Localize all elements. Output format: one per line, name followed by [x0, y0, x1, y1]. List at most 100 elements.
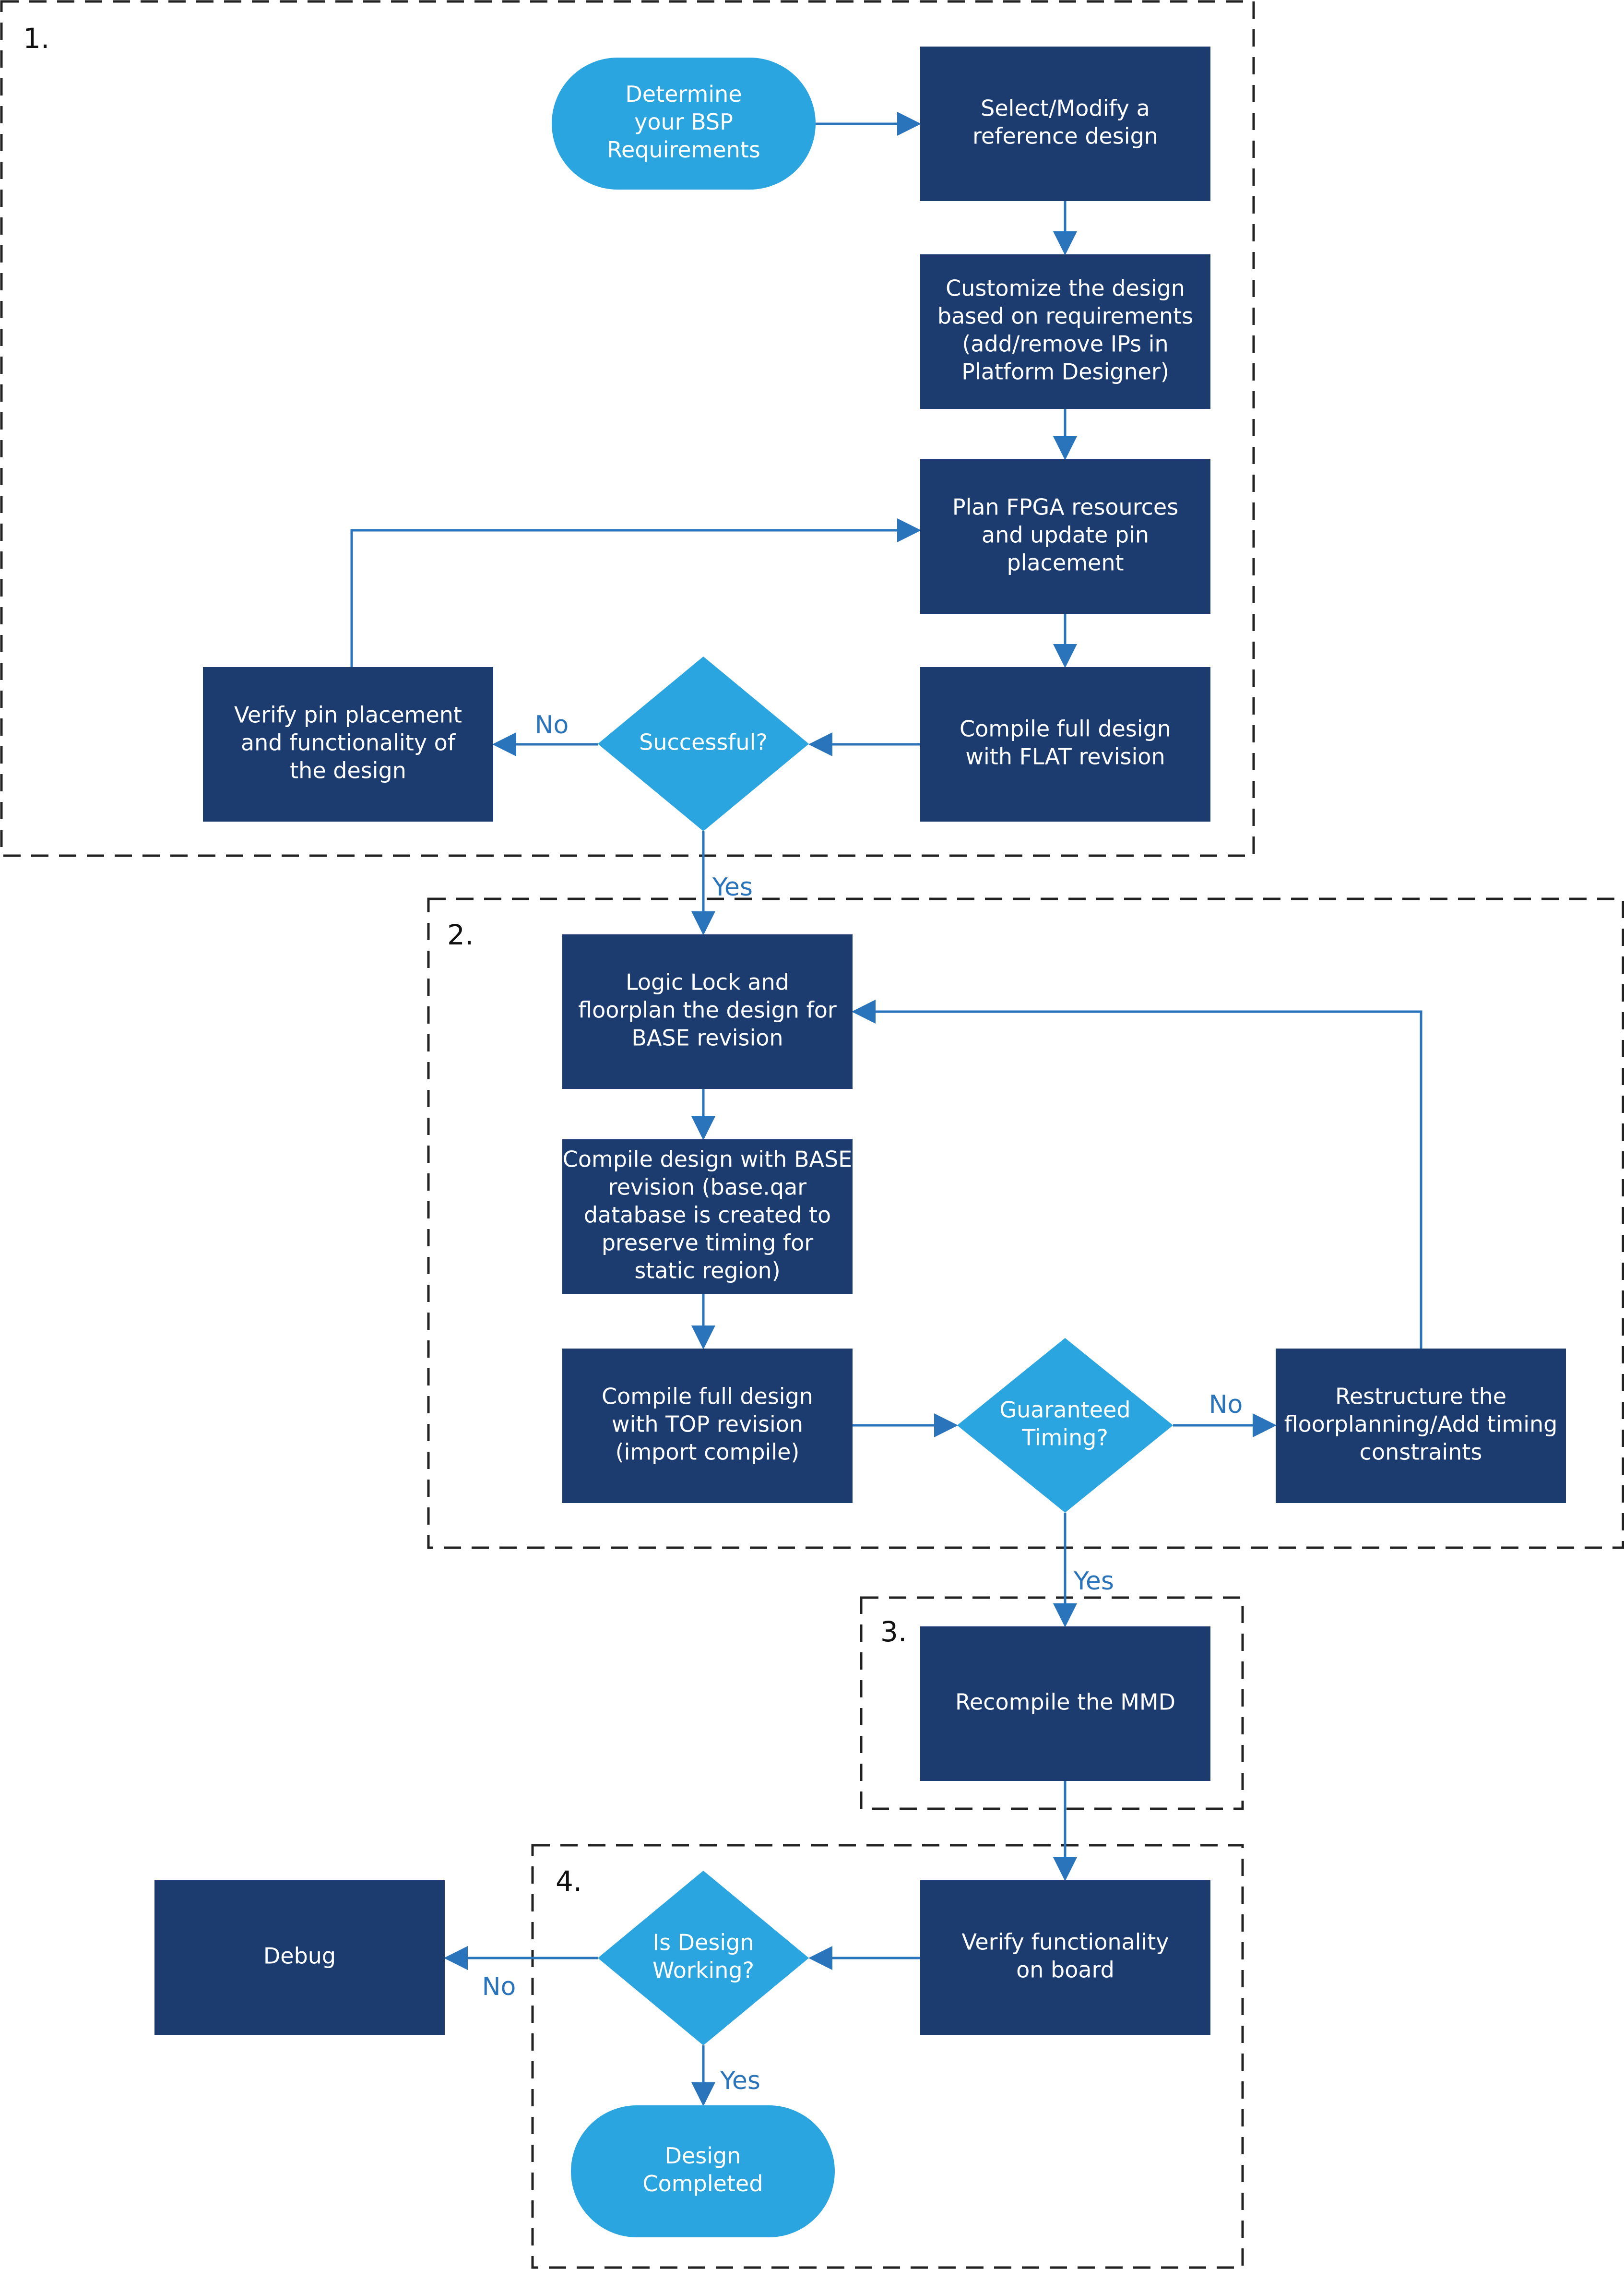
process-box [920, 47, 1210, 201]
process-box [920, 667, 1210, 822]
process-box [562, 934, 853, 1089]
node-text-line: preserve timing for [602, 1230, 813, 1256]
node-text: Recompile the MMD [955, 1689, 1175, 1715]
process-box [1276, 1349, 1566, 1503]
node-text-line: Completed [643, 2171, 763, 2197]
node-text-line: constraints [1360, 1439, 1482, 1465]
node-text-line: Requirements [607, 137, 760, 163]
process-box [154, 1880, 445, 2035]
node-text-line: placement [1007, 550, 1124, 576]
node-text-line: Is Design [653, 1930, 754, 1956]
group-label-1: 1. [23, 22, 49, 55]
node-text-line: and update pin [982, 522, 1149, 548]
connector-restructure-to-logic_lock [852, 1000, 1422, 1349]
node-text-line: Compile full design [960, 716, 1171, 742]
terminal-pill [552, 58, 816, 190]
node-text-line: with TOP revision [612, 1411, 803, 1437]
group-box-4 [531, 1844, 1244, 2269]
group-box-2 [427, 897, 1624, 1549]
node-text-line: Customize the design [946, 275, 1185, 301]
node-text: Debug [263, 1943, 336, 1969]
node-text-line: the design [290, 758, 406, 784]
process-box [562, 1349, 853, 1503]
process-box [920, 1626, 1210, 1781]
edge-label-no-5: No [535, 711, 569, 740]
node-text-line: based on requirements [937, 303, 1193, 329]
node-text-line: (import compile) [616, 1439, 800, 1465]
node-text-line: and functionality of [241, 730, 456, 756]
node-text-line: reference design [972, 123, 1158, 149]
node-text-line: Guaranteed [999, 1397, 1130, 1423]
group-label-3: 3. [880, 1615, 907, 1648]
edge-label-no-16: No [482, 1972, 516, 2001]
edge-label-yes-13: Yes [1073, 1567, 1114, 1596]
process-box [920, 459, 1210, 614]
node-text-line: Design [665, 2143, 741, 2169]
node-text-line: Verify pin placement [234, 702, 462, 728]
node-text-line: Working? [652, 1958, 754, 1983]
node-text-line: revision (base.qar [608, 1174, 806, 1200]
node-text-line: your BSP [634, 109, 733, 135]
process-box [920, 1880, 1210, 2035]
node-text-line: Compile design with BASE [563, 1146, 852, 1172]
node-text-line: Recompile the MMD [955, 1689, 1175, 1715]
node-text-line: Successful? [639, 729, 768, 755]
node-text-line: Platform Designer) [961, 359, 1169, 385]
process-box [562, 1139, 853, 1294]
node-text-line: Plan FPGA resources [952, 494, 1178, 520]
edge-label-yes-7: Yes [712, 873, 753, 902]
edge-label-yes-17: Yes [720, 2066, 760, 2095]
node-text-line: Debug [263, 1943, 336, 1969]
node-text-line: Restructure the [1335, 1384, 1506, 1409]
decision-diamond [598, 657, 809, 831]
node-successful: Successful? [598, 657, 809, 831]
node-text-line: Compile full design [602, 1384, 813, 1409]
node-text-line: with FLAT revision [965, 744, 1165, 770]
node-text-line: (add/remove IPs in [962, 331, 1168, 357]
group-label-4: 4. [556, 1865, 582, 1898]
node-debug: Debug [154, 1880, 445, 2035]
node-text-line: Timing? [1021, 1425, 1108, 1451]
connector-verify_pin-to-plan [350, 518, 921, 667]
decision-diamond [957, 1338, 1173, 1513]
group-box-1 [0, 0, 1255, 857]
group-label-2: 2. [447, 919, 474, 951]
edge-label-no-11: No [1209, 1390, 1243, 1419]
node-recompile: Recompile the MMD [920, 1626, 1210, 1781]
node-text-line: floorplan the design for [578, 997, 837, 1023]
node-text-line: BASE revision [631, 1025, 783, 1051]
node-text-line: on board [1016, 1957, 1114, 1983]
decision-diamond [598, 1871, 809, 2045]
node-text-line: Determine [625, 81, 742, 107]
node-text-line: Verify functionality [961, 1929, 1169, 1955]
terminal-pill [571, 2105, 835, 2237]
process-box [920, 254, 1210, 409]
node-text-line: Logic Lock and [626, 969, 789, 995]
node-text-line: Select/Modify a [981, 96, 1150, 121]
